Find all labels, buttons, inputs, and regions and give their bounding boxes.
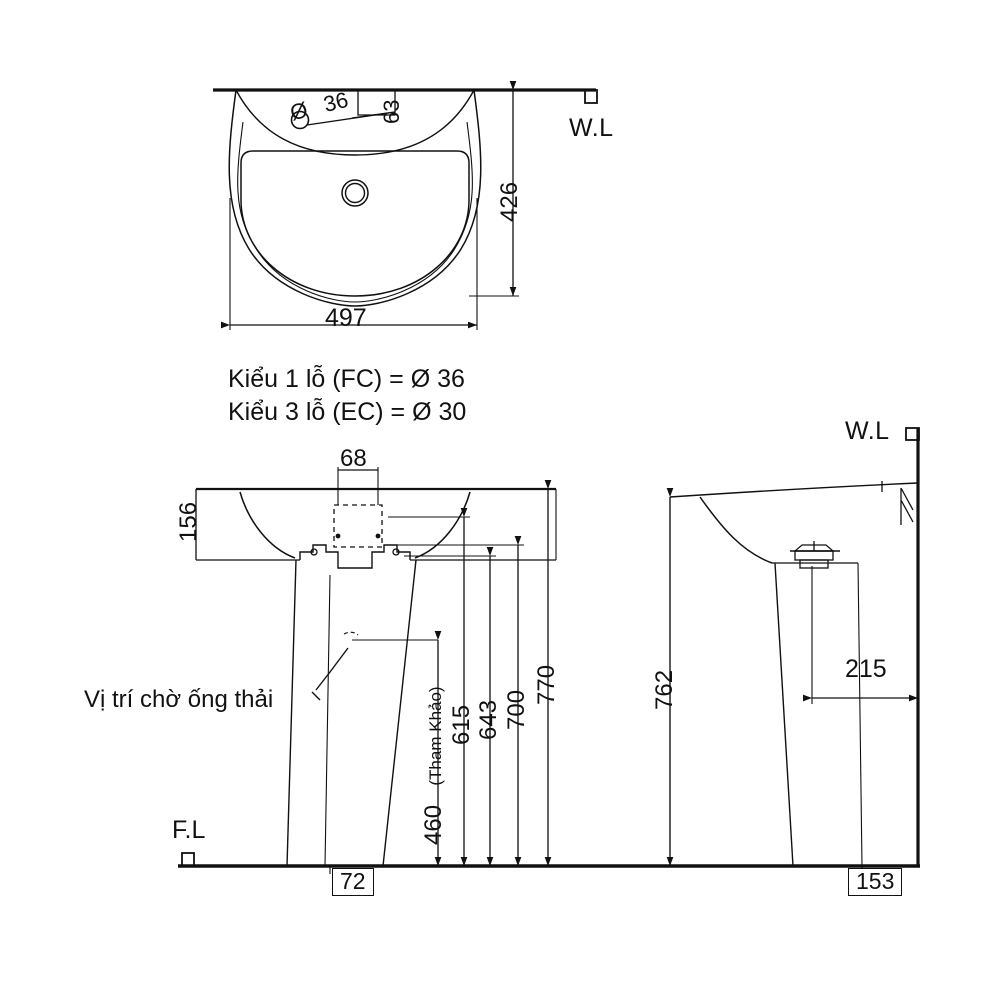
note-line-1: Kiểu 1 lỗ (FC) = Ø 36	[228, 365, 465, 393]
plan-depth-label: 426	[496, 181, 523, 222]
hole-offset-label: 63	[379, 99, 404, 124]
plan-width-label: 497	[325, 304, 367, 332]
wall-bracket-hatch	[900, 487, 914, 525]
dim-643-label: 643	[475, 699, 502, 740]
waste-pipe-hidden-arc	[343, 631, 359, 636]
drain-fitting-detail	[790, 541, 840, 569]
plan-view-group	[213, 80, 598, 330]
side-pedestal-front-edge	[774, 562, 794, 867]
side-pedestal-back-edge	[857, 562, 863, 867]
dim-460-value: 460	[420, 804, 447, 845]
floor-level-flag	[181, 852, 195, 867]
dim-460-reference-note: (Tham Khảo)	[426, 686, 445, 786]
basin-backsplash-curve	[235, 89, 475, 156]
drain-inner-circle	[344, 182, 366, 204]
tap-hole-circle	[290, 110, 310, 130]
side-base-depth-label: 153	[848, 868, 903, 896]
bracket-width-label: 68	[340, 445, 367, 472]
dim-615-label: 615	[448, 704, 475, 745]
basin-bowl-outline	[240, 150, 470, 297]
apron-height-label: 156	[175, 501, 202, 542]
dim-460-label: 460 (Tham Khảo)	[420, 686, 447, 845]
side-wall-level-label: W.L	[845, 417, 890, 445]
bracket-bolt-left	[335, 533, 341, 539]
pedestal-left-edge	[286, 559, 297, 867]
dim-700-label: 700	[503, 689, 530, 730]
pedestal-top-notch-profile	[299, 544, 411, 569]
waste-pipe-line	[315, 647, 349, 691]
dim-770-label: 770	[533, 664, 560, 705]
waste-pipe-elbow	[311, 691, 321, 701]
front-elevation-group	[178, 467, 920, 874]
side-elevation-group	[666, 427, 920, 874]
front-bowl-curve-right	[414, 491, 471, 559]
note-line-2: Kiểu 3 lỗ (EC) = Ø 30	[228, 398, 467, 426]
drain-position-note: Vị trí chờ ống thải	[84, 686, 274, 713]
drain-offset-label: 215	[845, 655, 887, 683]
basin-outer-outline	[228, 89, 482, 307]
side-basin-top-line	[669, 482, 919, 498]
pedestal-right-edge	[382, 559, 417, 867]
notch-fixing-right	[392, 548, 400, 556]
pedestal-inner-edge	[324, 574, 331, 867]
notch-fixing-left	[310, 548, 318, 556]
side-wall-level-flag	[905, 427, 920, 441]
side-basin-underside-curve	[699, 496, 773, 564]
bracket-bolt-right	[375, 533, 381, 539]
hole-offset-box	[357, 90, 396, 116]
plan-wall-level-label: W.L	[569, 114, 614, 142]
plan-wall-level-flag	[584, 89, 598, 104]
hidden-bracket-rect	[333, 504, 383, 548]
front-base-depth-label: 72	[332, 868, 374, 896]
floor-level-label: F.L	[172, 816, 206, 844]
drain-outer-circle	[341, 179, 369, 207]
basin-rim-inner-outline	[237, 121, 473, 303]
side-total-height-label: 762	[651, 669, 678, 710]
front-bowl-curve-left	[239, 491, 296, 559]
